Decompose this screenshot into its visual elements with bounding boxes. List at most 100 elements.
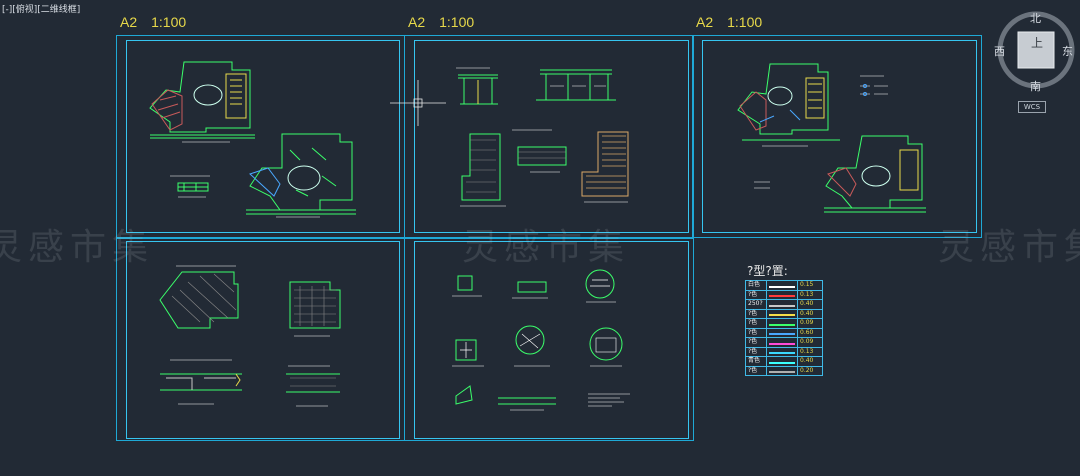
legend-swatch-line (769, 352, 795, 355)
watermark-text: 灵感市集 (462, 227, 631, 268)
sheet-scale: 1:100 (151, 14, 187, 30)
legend-swatch (766, 299, 798, 310)
legend-swatch-line (769, 323, 795, 326)
legend-title: ?型?置: (747, 264, 788, 278)
compass-north[interactable]: 北 (1030, 12, 1041, 25)
legend-small (754, 75, 888, 189)
legend-swatch-line (769, 304, 795, 307)
viewport-label[interactable]: [-][俯视][二维线框] (2, 5, 81, 15)
legend-line-width: 0.09 (797, 318, 823, 329)
legend-color-name: ?色 (745, 337, 767, 348)
legend-line-width: 0.40 (797, 356, 823, 367)
sheet-frame[interactable] (692, 35, 982, 238)
elevation-1 (456, 67, 498, 105)
wcs-menu[interactable]: WCS (1018, 101, 1046, 113)
sheet-frame[interactable] (404, 35, 694, 238)
legend-swatch (766, 346, 798, 357)
legend-swatch-line (769, 285, 795, 288)
legend-swatch (766, 318, 798, 329)
legend-row: 白色 0.15 (745, 280, 823, 291)
section-detail-1 (512, 129, 567, 173)
sheet-border (126, 241, 400, 439)
section-detail-2 (160, 359, 242, 405)
legend-swatch (766, 327, 798, 338)
legend-color-name: ?色 (745, 308, 767, 319)
legend-swatch-line (769, 371, 795, 374)
site-plan-1 (149, 61, 255, 143)
legend-swatch (766, 280, 798, 291)
legend-color-name: 白色 (745, 280, 767, 291)
legend-color-name: ?色 (745, 289, 767, 300)
sheet-scale: 1:100 (439, 14, 475, 30)
sheet-border (702, 40, 977, 233)
legend-line-width: 0.09 (797, 337, 823, 348)
legend-color-name: ?色 (745, 346, 767, 357)
legend-swatch-line (769, 314, 795, 317)
site-plan-3 (737, 63, 840, 147)
legend-color-name: 青色 (745, 356, 767, 367)
viewcube[interactable] (996, 10, 1076, 90)
detail-small-1 (170, 175, 210, 198)
legend-swatch (766, 289, 798, 300)
compass-south[interactable]: 南 (1030, 80, 1041, 93)
legend-swatch (766, 308, 798, 319)
legend-line-width: 0.20 (797, 365, 823, 376)
legend-swatch-line (769, 342, 795, 345)
sheet-scale: 1:100 (727, 14, 763, 30)
section-detail-3 (286, 365, 340, 407)
legend-row: 250? 0.40 (745, 299, 823, 310)
sheet-title-2: A2 1:100 (408, 14, 488, 30)
legend-line-width: 0.13 (797, 289, 823, 300)
plan-detail-1 (460, 133, 506, 207)
legend-swatch (766, 337, 798, 348)
legend-line-width: 0.15 (797, 280, 823, 291)
legend-row: 青色 0.40 (745, 356, 823, 367)
legend-line-width: 0.60 (797, 327, 823, 338)
legend-color-name: ?色 (745, 365, 767, 376)
legend-row: ?色 0.40 (745, 308, 823, 319)
viewcube-top-face[interactable]: 上 (1031, 36, 1044, 50)
legend-row: ?色 0.60 (745, 327, 823, 338)
sheet-title-1: A2 1:100 (120, 14, 200, 30)
legend-row: ?色 0.20 (745, 365, 823, 376)
legend-color-name: 250? (745, 299, 767, 310)
deck-plan (581, 131, 629, 203)
legend-row: ?色 0.13 (745, 289, 823, 300)
legend-row: ?色 0.09 (745, 318, 823, 329)
sheet-size: A2 (408, 14, 426, 30)
legend-line-width: 0.40 (797, 299, 823, 310)
legend-swatch (766, 356, 798, 367)
legend-row: ?色 0.13 (745, 346, 823, 357)
detail-row-1 (452, 269, 616, 303)
detail-row-3 (455, 385, 630, 411)
compass-west[interactable]: 西 (994, 45, 1005, 58)
sheet-border (414, 241, 689, 439)
compass-east[interactable]: 东 (1062, 45, 1073, 58)
sheet-border (414, 40, 689, 233)
elevation-2 (536, 69, 616, 101)
legend-color-name: ?色 (745, 318, 767, 329)
sheet-size: A2 (120, 14, 138, 30)
legend-swatch-line (769, 295, 795, 298)
sheet-frame[interactable] (404, 238, 694, 441)
legend-swatch (766, 365, 798, 376)
sheet-size: A2 (696, 14, 714, 30)
paving-plan-2 (289, 281, 341, 337)
detail-row-2 (452, 325, 623, 367)
paving-plan-1 (159, 265, 239, 329)
sheet-border (126, 40, 400, 233)
legend-line-width: 0.40 (797, 308, 823, 319)
legend-swatch-line (769, 333, 795, 336)
legend-color-name: ?色 (745, 327, 767, 338)
watermark-text: 灵感市集 (0, 227, 155, 268)
site-plan-4 (824, 135, 926, 213)
legend-line-width: 0.13 (797, 346, 823, 357)
sheet-title-3: A2 1:100 (696, 14, 776, 30)
legend-row: ?色 0.09 (745, 337, 823, 348)
watermark-text: 灵感市集 (938, 227, 1080, 268)
crosshair-cursor (390, 80, 446, 126)
legend-swatch-line (769, 361, 795, 364)
site-plan-2 (246, 133, 356, 218)
